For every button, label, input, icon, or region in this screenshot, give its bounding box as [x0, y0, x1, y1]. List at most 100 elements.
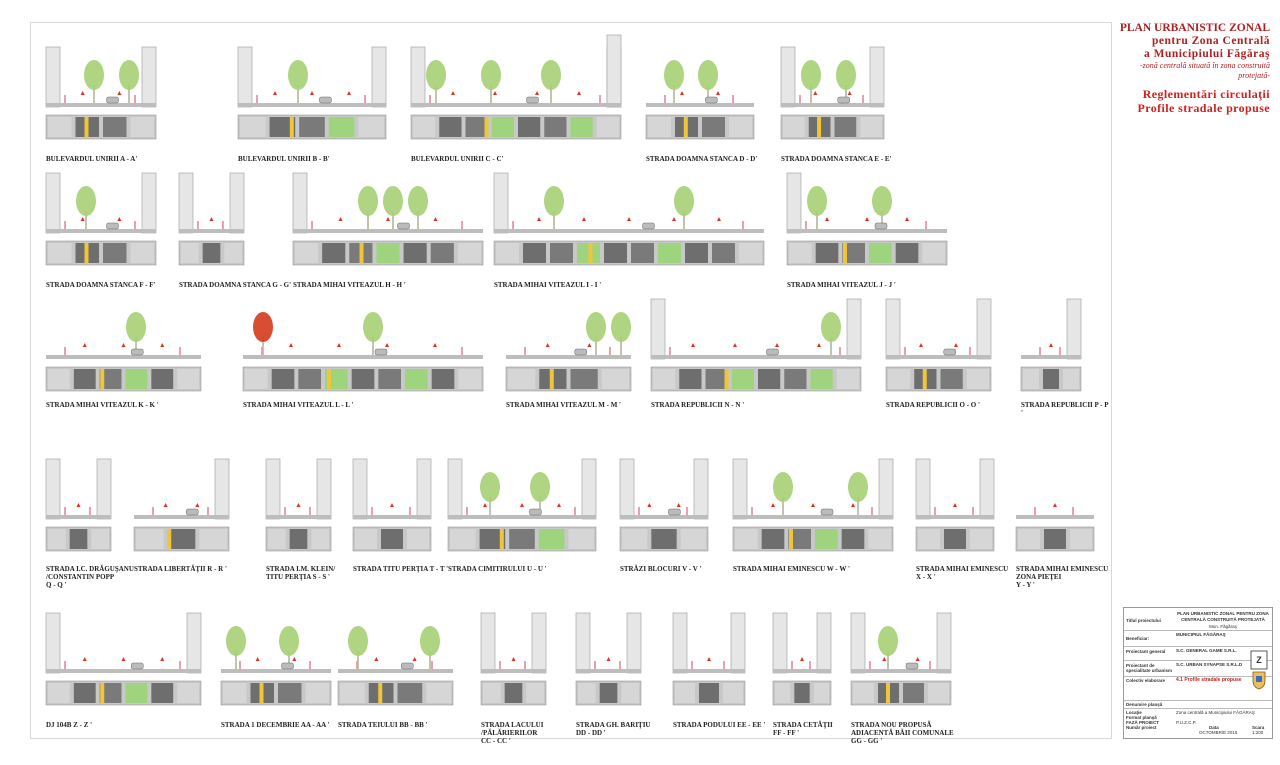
profile-title: STRADA MIHAI VITEAZUL J - J ' — [787, 281, 896, 289]
traffic-marker — [716, 91, 720, 95]
traffic-marker — [582, 217, 586, 221]
street-profile — [292, 158, 484, 268]
plan-strip — [322, 243, 346, 263]
tree-icon — [530, 472, 550, 502]
profile-title: BULEVARDUL UNIRII B - B' — [238, 155, 330, 163]
traffic-marker — [385, 343, 389, 347]
tree-icon — [878, 626, 898, 656]
car-icon — [837, 96, 850, 104]
pedestrian-icon — [89, 507, 91, 515]
bike-lane-strip — [378, 683, 383, 703]
plan-strip — [73, 369, 96, 389]
plan-strip — [355, 529, 377, 549]
traffic-marker — [483, 503, 487, 507]
profile-drawing — [672, 612, 746, 706]
plan-strip — [491, 117, 514, 137]
profile-drawing — [242, 312, 484, 392]
building-right — [581, 458, 597, 520]
pedestrian-icon — [524, 661, 526, 669]
plan-strip — [928, 683, 949, 703]
traffic-marker — [160, 343, 165, 347]
plan-strip — [407, 529, 429, 549]
profile-title: STRADA MIHAI VITEAZUL K - K ' — [46, 401, 159, 409]
pedestrian-icon — [239, 661, 241, 669]
pedestrian-icon — [309, 661, 311, 669]
traffic-marker — [121, 657, 126, 661]
street-profile — [265, 444, 332, 554]
pedestrian-icon — [207, 507, 209, 515]
plan-strip — [729, 117, 752, 137]
traffic-marker — [117, 217, 122, 221]
plan-strip — [426, 683, 451, 703]
project-location: Mun. Făgăraş — [1209, 624, 1237, 629]
profile-title: STRADA 1 DECEMBRIE AA - AA ' — [221, 721, 330, 729]
building-right — [141, 46, 157, 108]
tree-icon — [363, 312, 383, 342]
plan-strip — [895, 243, 919, 263]
pedestrian-icon — [934, 507, 936, 515]
plan-strip — [868, 529, 891, 549]
sidewalk-surface — [787, 229, 947, 233]
tree-icon — [481, 60, 501, 90]
profile-drawing — [410, 34, 622, 140]
traffic-marker — [825, 217, 829, 221]
plan-strip — [944, 529, 966, 549]
plan-strip — [508, 369, 536, 389]
traffic-marker — [915, 657, 920, 661]
bike-lane-strip — [100, 683, 105, 703]
building-right — [316, 458, 332, 520]
tree-icon — [544, 186, 564, 216]
plan-strip — [841, 529, 865, 549]
pedestrian-icon — [594, 661, 596, 669]
phase-value: P.U.Z.C.P. — [1176, 720, 1197, 725]
street-profile — [45, 444, 112, 554]
traffic-marker — [296, 503, 301, 507]
pedestrian-icon — [799, 95, 801, 103]
street-profile — [672, 598, 746, 708]
plan-strip — [789, 243, 812, 263]
profile-title: BULEVARDUL UNIRII A - A' — [46, 155, 138, 163]
plan-strip — [381, 529, 403, 549]
traffic-marker — [545, 343, 550, 347]
plan-strip — [305, 683, 329, 703]
plan-band — [732, 526, 894, 552]
plan-strip — [271, 369, 295, 389]
traffic-marker — [800, 657, 804, 661]
location-label: Locaţie — [1126, 710, 1142, 715]
bike-lane-strip — [886, 683, 890, 703]
plan-strip — [48, 117, 72, 137]
tree-icon — [698, 60, 718, 90]
sidewalk-surface — [1021, 355, 1081, 359]
plan-strip — [202, 243, 221, 263]
car-icon — [186, 508, 199, 516]
car-icon — [668, 508, 681, 516]
traffic-marker — [577, 91, 581, 95]
plan-strip — [836, 369, 859, 389]
profile-title: STRADA TEIULUI BB - BB ' — [338, 721, 428, 729]
tree-icon — [872, 186, 892, 216]
plan-strip — [596, 117, 619, 137]
building-right — [416, 458, 432, 520]
plan-strip — [376, 243, 400, 263]
pedestrian-icon — [839, 347, 841, 355]
pedestrian-icon — [431, 661, 433, 669]
profile-title: STRADA REPUBLICII N - N ' — [651, 401, 745, 409]
tree-icon — [358, 186, 378, 216]
plan-strip — [125, 369, 148, 389]
traffic-marker — [292, 657, 297, 661]
plan-strip — [622, 529, 648, 549]
plan-strip — [245, 369, 268, 389]
profile-drawing — [352, 458, 432, 552]
traffic-marker — [338, 217, 343, 221]
bike-lane-strip — [289, 117, 294, 137]
tree-icon — [848, 472, 868, 502]
date-value: OCTOMBRIE 2015 — [1199, 730, 1238, 735]
building-left — [493, 172, 509, 234]
pedestrian-icon — [664, 95, 666, 103]
pedestrian-icon — [256, 95, 258, 103]
pedestrian-icon — [904, 347, 906, 355]
tree-icon — [480, 472, 500, 502]
plan-strip — [240, 117, 266, 137]
profile-drawing — [45, 458, 112, 552]
car-icon — [401, 662, 414, 670]
